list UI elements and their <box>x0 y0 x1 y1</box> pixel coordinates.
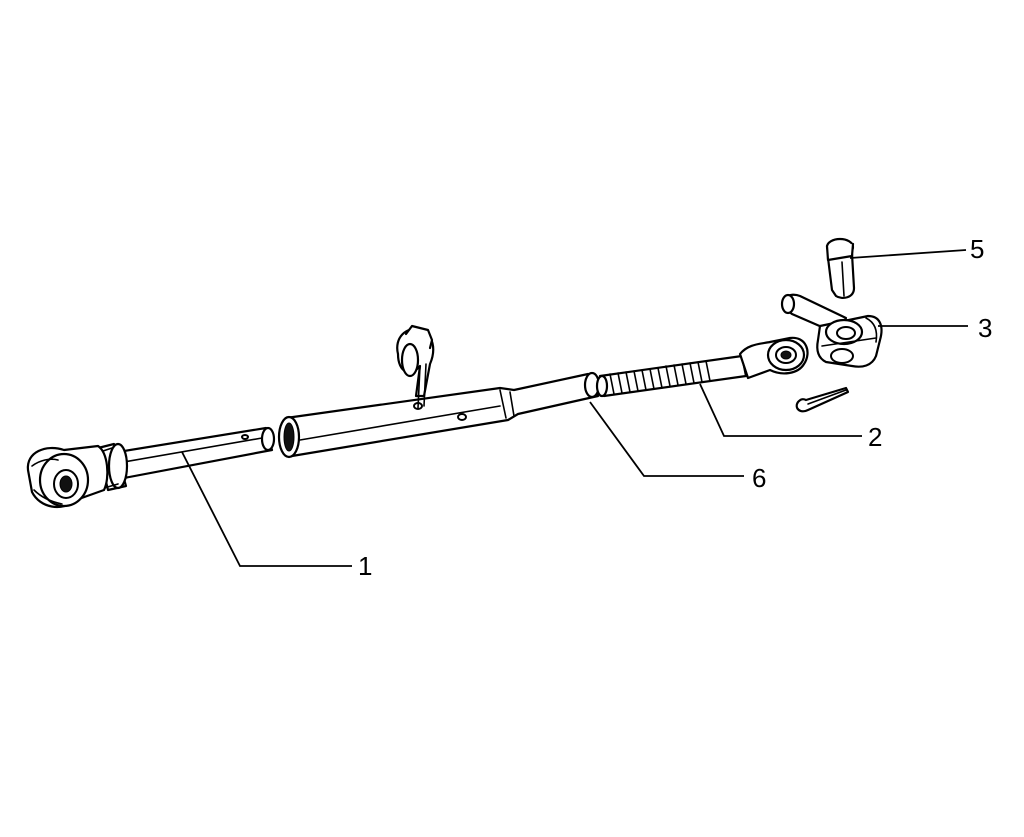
leader-1 <box>181 451 352 567</box>
cotter-pin <box>795 386 850 413</box>
part-1-eye-end <box>26 444 109 509</box>
leader-lines <box>181 249 968 567</box>
part-3-clevis <box>780 293 883 368</box>
lynch-pin <box>396 324 435 409</box>
part-2-threaded-rod <box>595 336 809 398</box>
part-5-pin <box>825 237 856 299</box>
callout-1: 1 <box>358 551 372 581</box>
callout-5: 5 <box>970 234 984 264</box>
leader-5 <box>849 249 967 259</box>
part-1-rod <box>96 426 276 492</box>
callout-3: 3 <box>978 313 992 343</box>
part-6-tube <box>277 371 601 459</box>
callout-6: 6 <box>752 463 766 493</box>
callout-2: 2 <box>868 422 882 452</box>
callout-labels: 1 2 3 5 6 <box>358 234 992 581</box>
leader-2 <box>699 383 862 437</box>
leader-6 <box>589 401 744 477</box>
